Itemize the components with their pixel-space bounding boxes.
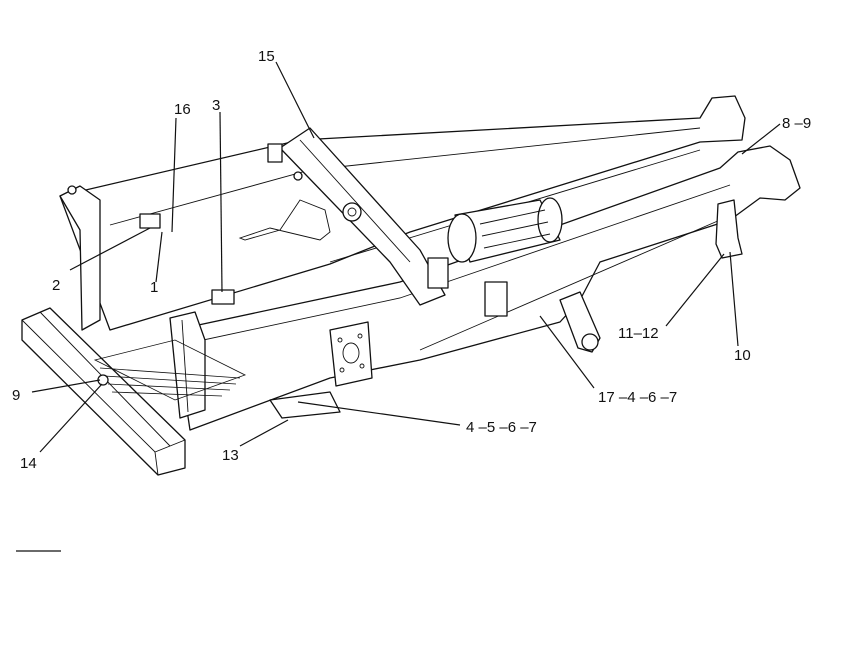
callout-15: 15 [258,48,275,65]
callout-14: 14 [20,455,37,472]
winch-drum [447,197,563,263]
callout-8-9: 8 –9 [782,115,811,132]
callout-13: 13 [222,447,239,464]
crossmember [279,127,446,306]
left-frame-rail [59,95,746,331]
leader-lines [31,61,781,453]
leaf-spring [93,339,247,401]
chassis-frame-drawing [21,95,801,476]
callout-4-5-6-7: 4 –5 –6 –7 [466,419,537,436]
callout-17-4-6-7: 17 –4 –6 –7 [598,389,677,406]
callout-9: 9 [12,387,20,404]
mounting-plate [329,321,373,387]
callout-2: 2 [52,277,60,294]
front-bumper [21,307,186,476]
callout-3: 3 [212,97,220,114]
callout-16: 16 [174,101,191,118]
callout-labels: 15 16 3 8 –9 2 1 11–12 10 9 17 –4 –6 –7 … [12,48,811,472]
rear-bracket [715,199,743,259]
callout-11-12: 11–12 [618,325,659,342]
callout-1: 1 [150,279,158,296]
callout-10: 10 [734,347,751,364]
